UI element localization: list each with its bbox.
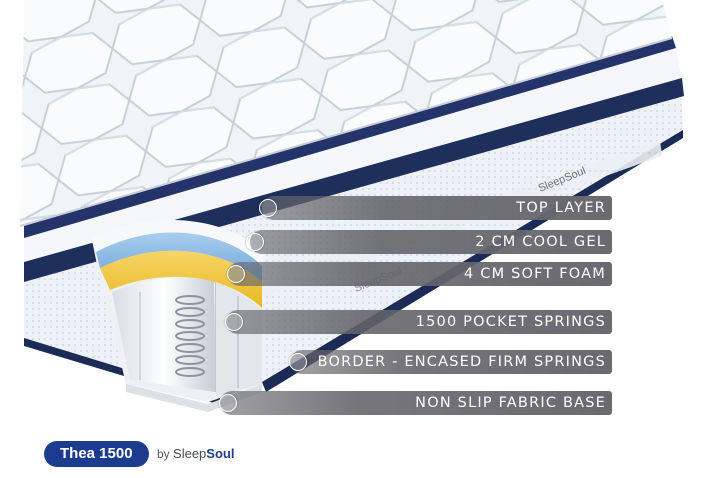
brand-logo: SleepSoul [173, 446, 234, 461]
callout-label: 2 CM COOL GEL [475, 234, 606, 250]
callout-fabric-base: NON SLIP FABRIC BASE [0, 391, 720, 415]
callout-marker-icon [227, 265, 245, 283]
callout-soft-foam: 4 CM SOFT FOAM [0, 262, 720, 286]
brand-logo-bold: Soul [206, 446, 235, 461]
callout-pocket-springs: 1500 POCKET SPRINGS [0, 310, 720, 334]
callout-top-layer: TOP LAYER [0, 196, 720, 220]
callout-bar [250, 230, 612, 254]
callout-bar [220, 391, 612, 415]
callout-label: NON SLIP FABRIC BASE [415, 395, 606, 411]
brand-attribution: by SleepSoul [157, 446, 234, 461]
product-model-badge: Thea 1500 [44, 441, 149, 467]
callout-cool-gel: 2 CM COOL GEL [0, 230, 720, 254]
callout-marker-icon [225, 313, 243, 331]
brand-by-prefix: by [157, 447, 170, 461]
callout-marker-icon [246, 233, 264, 251]
brand-logo-light: Sleep [173, 446, 207, 461]
callout-label: TOP LAYER [516, 200, 606, 216]
callout-bar [290, 350, 612, 374]
callout-label: BORDER - ENCASED FIRM SPRINGS [317, 354, 606, 370]
callout-bar [228, 262, 612, 286]
callout-label: 1500 POCKET SPRINGS [415, 314, 606, 330]
callout-bar [226, 310, 612, 334]
callout-marker-icon [219, 394, 237, 412]
callout-border-springs: BORDER - ENCASED FIRM SPRINGS [0, 350, 720, 374]
callout-marker-icon [289, 353, 307, 371]
callout-bar [262, 196, 612, 220]
callout-marker-icon [259, 199, 277, 217]
callout-label: 4 CM SOFT FOAM [464, 266, 606, 282]
